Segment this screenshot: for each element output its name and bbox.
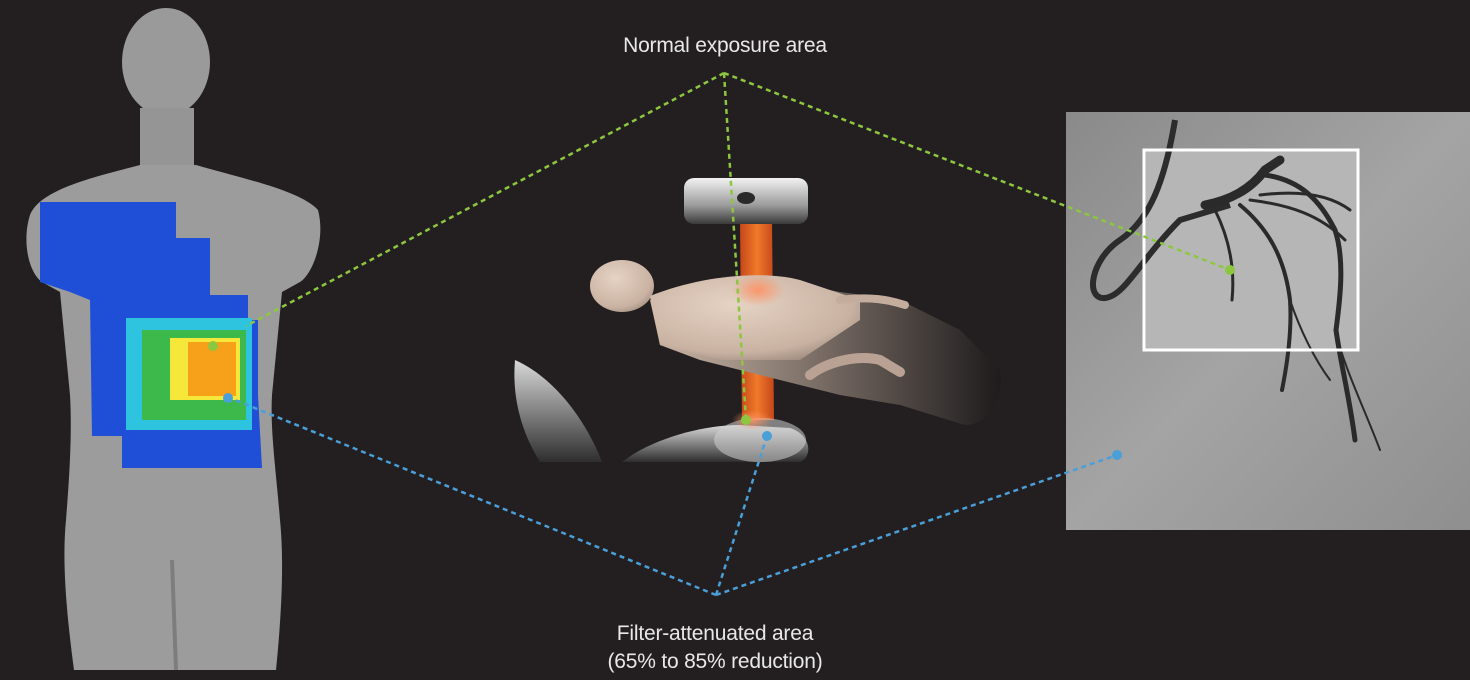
filter-attenuated-reduction: (65% to 85% reduction) [500,648,930,676]
filter-attenuated-title: Filter-attenuated area [500,620,930,648]
figure-head [122,8,210,116]
dose-map-figure [26,8,320,670]
figure-neck [140,108,194,168]
normal-exposure-label: Normal exposure area [520,32,930,60]
filter-dot-patient [762,431,772,441]
xray-tube [684,178,808,224]
normal-dot-dose-map [208,341,218,351]
xray-system [514,178,1000,462]
normal-dot-patient [741,415,751,425]
filter-attenuated-label: Filter-attenuated area (65% to 85% reduc… [500,620,930,676]
filter-attenuated-connectors [230,398,1117,595]
patient-figure [590,260,1001,425]
normal-dot-angiogram [1225,265,1235,275]
filter-dot-angiogram [1112,450,1122,460]
filter-dot-dose-map [223,393,233,403]
angiogram-image [1066,112,1470,530]
beam-hotspot [732,274,784,306]
